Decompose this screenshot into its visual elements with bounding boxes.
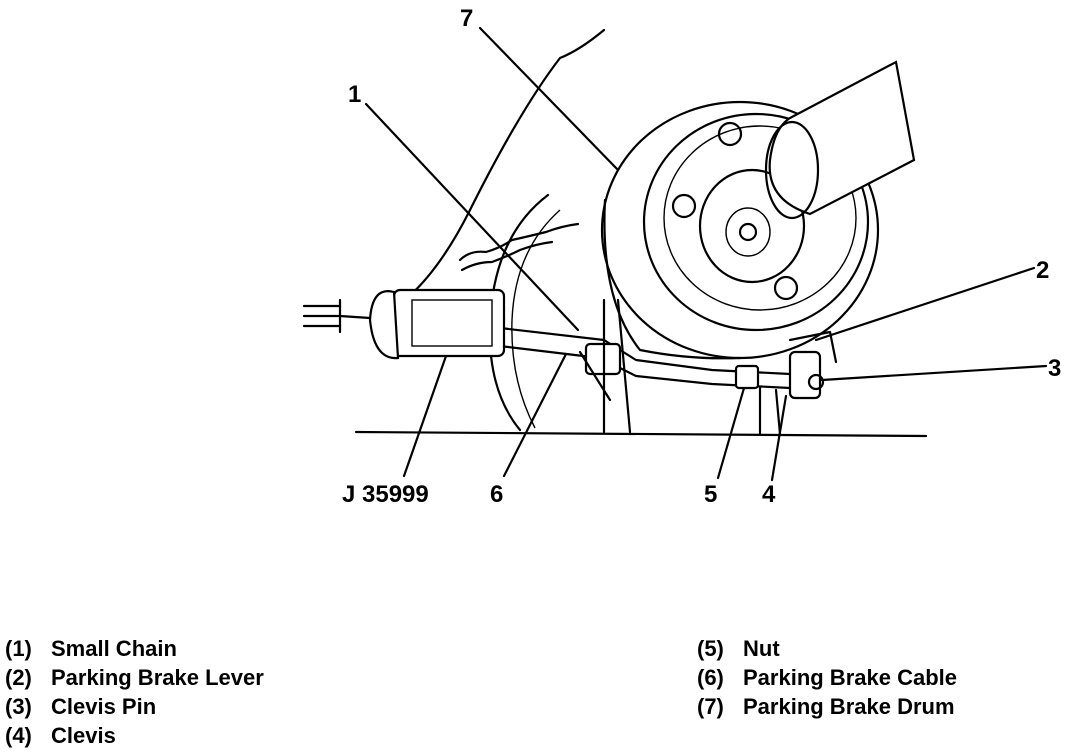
legend-number: (6) [697, 665, 724, 690]
legend-item: (4) Clevis [5, 721, 264, 750]
legend-item: (2) Parking Brake Lever [5, 663, 264, 692]
legend-label: Clevis Pin [51, 694, 157, 719]
drum-side [603, 198, 742, 360]
leader-6 [502, 352, 568, 478]
callout-4: 4 [762, 481, 776, 508]
brake-hose [460, 240, 554, 272]
leader-4 [770, 394, 788, 482]
legend-item: (1) Small Chain [5, 634, 264, 663]
callout-6: 6 [490, 481, 503, 508]
legend-label: Parking Brake Lever [51, 665, 264, 690]
lug-nut [773, 275, 799, 301]
strut [578, 298, 632, 434]
lug-nut [738, 222, 758, 242]
backing-plate-inner [511, 209, 561, 429]
fork-icon [302, 298, 372, 334]
tool-end [368, 290, 400, 360]
callout-3: 3 [1048, 355, 1061, 382]
callout-tool: J 35999 [342, 481, 429, 508]
leader-7 [478, 26, 620, 172]
callout-5: 5 [704, 481, 717, 508]
legend-label: Clevis [51, 723, 116, 748]
axle-end [764, 120, 820, 220]
drum-face [642, 112, 870, 332]
tool-grip [411, 299, 493, 347]
axle-shaft [768, 60, 916, 216]
legend-item: (5) Nut [697, 634, 957, 663]
legend-label: Parking Brake Drum [743, 694, 955, 719]
lever-part [788, 330, 838, 364]
legend-left: (1) Small Chain (2) Parking Brake Lever (3) C… [5, 634, 264, 750]
clevis-pin-part [807, 373, 825, 391]
legend-label: Small Chain [51, 636, 177, 661]
legend-number: (4) [5, 723, 32, 748]
callout-2: 2 [1036, 257, 1049, 284]
legend-number: (2) [5, 665, 32, 690]
lug-nut [671, 193, 697, 219]
leader-tool [402, 354, 448, 478]
lug-nut [717, 121, 743, 147]
leader-2 [814, 266, 1036, 342]
legend-number: (3) [5, 694, 32, 719]
leader-3 [820, 364, 1048, 382]
ground-line [354, 430, 928, 438]
brake-hose [458, 222, 580, 262]
legend-item: (3) Clevis Pin [5, 692, 264, 721]
callout-7: 7 [460, 5, 473, 32]
hub-center [725, 207, 771, 257]
leader-1 [364, 102, 580, 332]
strut [758, 386, 782, 436]
legend-item: (6) Parking Brake Cable [697, 663, 957, 692]
leader-5 [716, 386, 746, 480]
legend-number: (7) [697, 694, 724, 719]
legend-number: (5) [697, 636, 724, 661]
legend-label: Parking Brake Cable [743, 665, 957, 690]
nut-part [734, 364, 760, 390]
drum-face-inner [663, 125, 857, 311]
hub [698, 168, 806, 284]
callout-1: 1 [348, 81, 361, 108]
legend-number: (1) [5, 636, 32, 661]
legend-right: (5) Nut (6) Parking Brake Cable (7) Parking B… [697, 634, 957, 721]
legend-label: Nut [743, 636, 780, 661]
legend-item: (7) Parking Brake Drum [697, 692, 957, 721]
body-contour [403, 28, 606, 302]
